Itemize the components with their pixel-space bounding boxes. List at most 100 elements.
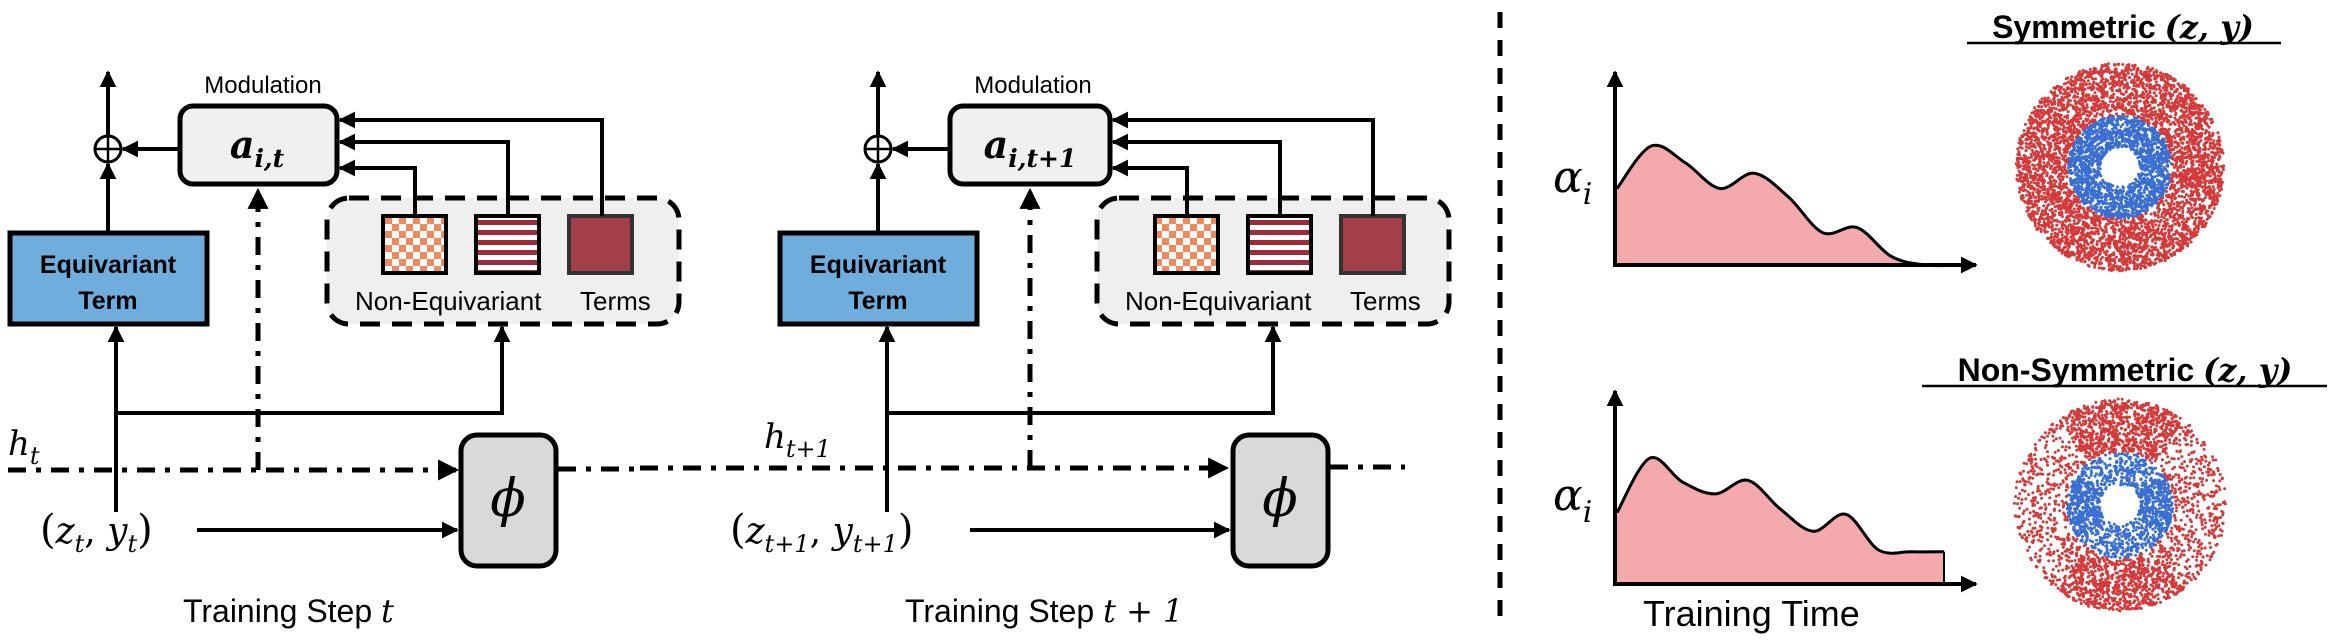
scatter-point-outer: [2128, 256, 2132, 260]
scatter-point-outer: [2076, 95, 2080, 99]
scatter-point-inner: [2101, 147, 2105, 151]
scatter-point-inner: [2070, 149, 2074, 153]
scatter-point-outer: [2180, 109, 2183, 113]
scatter-point-inner: [2082, 193, 2085, 197]
scatter-point-outer: [2179, 115, 2182, 119]
scatter-point-outer: [2207, 131, 2211, 135]
scatter-point-inner: [2149, 186, 2153, 190]
scatter-point-outer: [2088, 82, 2092, 86]
scatter-point-inner: [2109, 141, 2113, 145]
scatter-point-inner: [2131, 146, 2135, 150]
scatter-point-outer: [2087, 114, 2091, 118]
scatter-point-inner: [2139, 201, 2143, 205]
scatter-point-inner: [2104, 181, 2108, 185]
scatter-point-outer: [2141, 84, 2144, 88]
scatter-point-inner: [2093, 169, 2097, 173]
scatter-point-outer: [2105, 249, 2109, 253]
scatter-point-outer: [2040, 97, 2044, 101]
scatter-point-outer: [2138, 99, 2142, 103]
scatter-point-outer: [2182, 124, 2186, 128]
sum-operator: [93, 134, 123, 164]
scatter-point-inner: [2089, 124, 2093, 128]
scatter-point-outer: [2036, 209, 2040, 213]
scatter-point-outer: [2056, 240, 2060, 244]
scatter-point-outer: [2202, 157, 2206, 161]
scatter-point-outer: [2134, 243, 2138, 247]
scatter-point-inner: [2100, 121, 2104, 125]
scatter-point-inner: [2076, 155, 2079, 158]
scatter-point-inner: [2118, 216, 2122, 220]
symmetric-ring-scatter: [2014, 62, 2226, 273]
scatter-point-outer: [2075, 203, 2079, 207]
equivariant-label-line2: Term: [848, 287, 907, 315]
scatter-point-outer: [2206, 156, 2210, 160]
scatter-point-inner: [2119, 125, 2123, 129]
scatter-point-inner: [2133, 182, 2137, 186]
scatter-point-inner: [2072, 161, 2076, 165]
scatter-point-inner: [2143, 173, 2147, 177]
scatter-point-outer: [2066, 214, 2070, 218]
scatter-point-outer: [2127, 103, 2131, 107]
scatter-point-outer: [2018, 138, 2022, 142]
scatter-point-inner: [2087, 159, 2091, 163]
input-pair-label: (zt+1, yt+1): [730, 507, 913, 558]
solid-term-icon: [567, 214, 634, 275]
scatter-point-outer: [2194, 131, 2198, 135]
scatter-point-outer: [2032, 181, 2036, 185]
scatter-point-inner: [2119, 201, 2123, 205]
scatter-point-outer: [2042, 143, 2046, 147]
scatter-point-inner: [2116, 141, 2119, 145]
training-step-t-plus-1-diagram: Modulation ai,t+1 Equivariant Term Non-E…: [640, 70, 1452, 630]
scatter-point-inner: [2164, 149, 2168, 153]
scatter-point-inner: [2111, 116, 2115, 120]
scatter-point-outer: [2154, 235, 2158, 239]
scatter-point-outer: [2078, 130, 2082, 134]
scatter-point-outer: [2177, 194, 2181, 198]
scatter-point-inner: [2100, 192, 2104, 196]
scatter-point-outer: [2184, 193, 2188, 196]
scatter-point-outer: [2215, 139, 2219, 143]
scatter-point-outer: [2093, 109, 2097, 113]
scatter-point-inner: [2135, 179, 2139, 183]
scatter-point-inner: [2104, 193, 2108, 197]
scatter-point-outer: [2115, 89, 2119, 92]
scatter-point-inner: [2072, 187, 2076, 191]
scatter-point-inner: [2075, 181, 2079, 185]
scatter-point-outer: [2159, 71, 2162, 75]
scatter-point-outer: [2028, 193, 2031, 197]
scatter-point-inner: [2150, 157, 2154, 161]
input-to-non-equivariant-arrow: [116, 325, 511, 415]
scatter-point-outer: [2038, 125, 2042, 129]
scatter-point-inner: [2096, 137, 2100, 141]
scatter-point-outer: [2048, 149, 2052, 152]
scatter-point-inner: [2130, 118, 2134, 122]
hidden-state-label: ht+1: [764, 417, 831, 463]
checker-term-icon: [381, 214, 448, 275]
scatter-point-inner: [2114, 133, 2118, 137]
scatter-point-outer: [2195, 160, 2199, 163]
scatter-point-inner: [2136, 156, 2140, 160]
scatter-point-outer: [2106, 62, 2110, 66]
scatter-point-outer: [2120, 76, 2123, 80]
scatter-point-outer: [2220, 180, 2224, 184]
scatter-point-inner: [2099, 205, 2103, 209]
scatter-point-inner: [2070, 181, 2074, 185]
scatter-point-outer: [2043, 99, 2047, 103]
scatter-point-outer: [2072, 95, 2076, 99]
scatter-point-outer: [2172, 202, 2176, 206]
scatter-point-inner: [2162, 187, 2166, 191]
scatter-point-inner: [2166, 182, 2170, 186]
scatter-point-inner: [2075, 157, 2079, 161]
scatter-point-outer: [2064, 160, 2068, 164]
scatter-point-outer: [2119, 219, 2123, 223]
scatter-point-outer: [2189, 197, 2193, 201]
scatter-point-outer: [2140, 224, 2144, 228]
scatter-point-inner: [2164, 159, 2168, 163]
scatter-point-inner: [2150, 204, 2154, 208]
alpha-chart-non-symmetric: αi Training Time: [1553, 389, 1978, 634]
scatter-point-outer: [2152, 220, 2156, 224]
scatter-point-outer: [2197, 216, 2201, 220]
scatter-point-inner: [2096, 158, 2100, 162]
scatter-point-inner: [2092, 207, 2096, 211]
